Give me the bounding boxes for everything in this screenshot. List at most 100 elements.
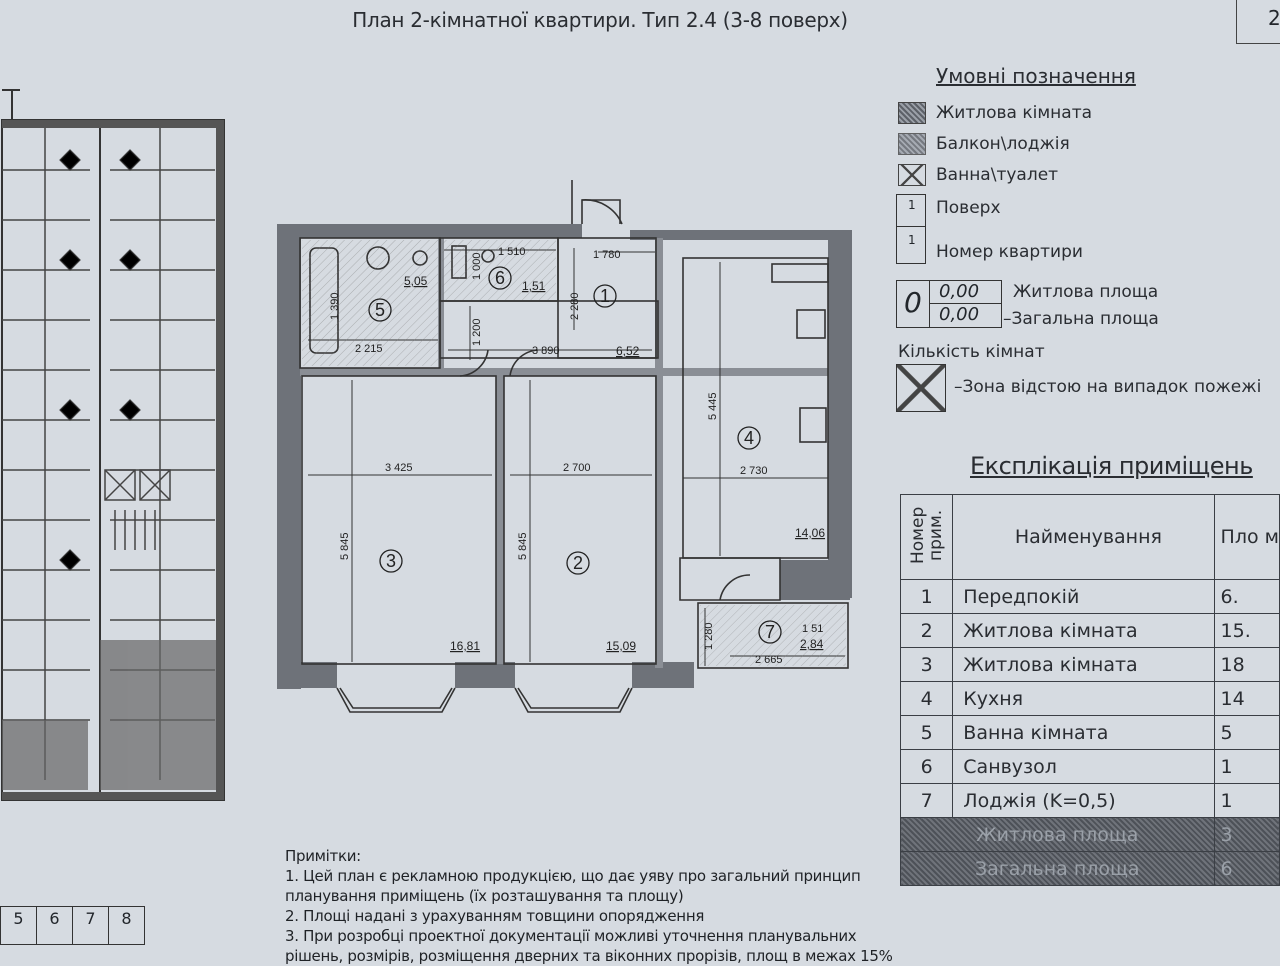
row-area: 15. — [1213, 613, 1280, 648]
row-name: Житлова кімната — [952, 647, 1215, 682]
room-2-area: 15,09 — [606, 639, 636, 653]
notes-block: Примітки: 1. Цей план є рекламною продук… — [285, 846, 905, 966]
sample-room-count: 0 — [904, 286, 922, 319]
page-number-box — [1236, 0, 1280, 44]
wall-top-right — [630, 230, 852, 240]
floor-cell: 8 — [108, 906, 145, 945]
room-1-number: 1 — [600, 286, 610, 306]
apartment-floor-plan: 1 2 3 4 5 6 7 6,52 15,09 16,81 14,06 5,0… — [277, 180, 852, 713]
wall-top — [277, 224, 582, 238]
floor-cell: 7 — [72, 906, 109, 945]
room-3-number: 3 — [386, 551, 396, 571]
sum-total-label: Загальна площа — [900, 851, 1215, 886]
room-7-number: 7 — [765, 622, 775, 642]
fire-zone-icon — [896, 364, 946, 412]
table-row: 1 Передпокій 6. — [899, 579, 1280, 614]
row-area: 18 — [1213, 647, 1280, 682]
row-num: 1 — [899, 579, 954, 614]
floor-cell: 5 — [0, 906, 37, 945]
row-name: Лоджія (K=0,5) — [952, 783, 1215, 818]
wall-bottom-left — [277, 662, 337, 688]
row-num: 6 — [899, 749, 954, 784]
floor-strip: 5 6 7 8 — [0, 906, 145, 945]
room-7-area: 2,84 — [800, 637, 824, 651]
legend-living-area: Житлова площа — [1013, 282, 1159, 302]
dim-1200: 1 200 — [471, 318, 483, 346]
legend-fire-zone-text: Зона відстою на випадок пожежі — [962, 377, 1262, 397]
legend-room-count: Кількість кімнат — [898, 342, 1045, 362]
row-area: 6. — [1213, 579, 1280, 614]
dim-2665: 2 665 — [755, 654, 783, 666]
legend-total-area-text: Загальна площа — [1011, 309, 1159, 329]
legend-fire-zone: –Зона відстою на випадок пожежі — [954, 377, 1262, 397]
table-row: 6 Санвузол 1 — [899, 749, 1280, 784]
sum-living-value: 3 — [1213, 817, 1280, 852]
table-row: 4 Кухня 14 — [899, 681, 1280, 716]
table-row: 3 Житлова кімната 18 — [899, 647, 1280, 682]
table-row: 5 Ванна кімната 5 — [899, 715, 1280, 750]
dim-1390: 1 390 — [329, 292, 341, 320]
room-3-area: 16,81 — [450, 639, 480, 653]
header-room-number: Номер прим. — [899, 494, 954, 580]
total-area-sum-row: Загальна площа 6 — [900, 851, 1280, 886]
row-name: Житлова кімната — [952, 613, 1215, 648]
bathroom-swatch — [898, 164, 926, 186]
row-area: 14 — [1213, 681, 1280, 716]
room-6-number: 6 — [495, 268, 505, 288]
room-4-area: 14,06 — [795, 526, 825, 540]
note-1a: 1. Цей план є рекламною продукцією, що д… — [285, 867, 861, 885]
dim-1510: 1 510 — [498, 246, 526, 258]
table-header-row: Номер прим. Найменування Пло м — [899, 494, 1280, 580]
dim-2280: 2 280 — [569, 292, 581, 320]
dim-5845-room2: 5 845 — [517, 532, 529, 560]
dim-5845-room3: 5 845 — [339, 532, 351, 560]
floor-cell: 6 — [36, 906, 73, 945]
wall-bottom-mid — [455, 662, 515, 688]
wall-corner — [780, 560, 850, 600]
building-section-plan — [1, 89, 225, 801]
room-2-number: 2 — [573, 553, 583, 573]
note-1b: планування приміщень (їх розташування та… — [285, 887, 684, 905]
area-legend-sample: 0 0,00 0,00 — [896, 280, 1002, 328]
note-2: 2. Площі надані з урахуванням товщини оп… — [285, 907, 705, 925]
living-room-swatch — [898, 102, 926, 124]
room-1-area: 6,52 — [616, 344, 640, 358]
legend-living-room: Житлова кімната — [936, 103, 1093, 123]
notes-heading: Примітки: — [285, 847, 361, 865]
row-area: 1 — [1213, 749, 1280, 784]
sum-living-label: Житлова площа — [900, 817, 1215, 852]
legend-floor: Поверх — [936, 198, 1001, 218]
row-num: 2 — [899, 613, 954, 648]
sample-total-area: 0,00 — [939, 304, 980, 325]
note-3b: рішень, розмірів, розміщення дверних та … — [285, 947, 893, 965]
apartment-mark: 1 — [908, 233, 916, 247]
header-name: Найменування — [952, 494, 1215, 580]
dim-1280: 1 280 — [703, 622, 715, 650]
room-4-number: 4 — [744, 428, 754, 448]
dim-loggia-width: 1 51 — [802, 623, 823, 635]
row-name: Ванна кімната — [952, 715, 1215, 750]
explication-title: Експлікація приміщень — [970, 452, 1253, 480]
dim-3890: 3 890 — [532, 345, 560, 357]
dim-1780: 1 780 — [593, 249, 621, 261]
living-area-sum-row: Житлова площа 3 — [900, 817, 1280, 852]
sample-living-area: 0,00 — [939, 281, 980, 302]
legend-title: Умовні позначення — [936, 64, 1136, 88]
dim-2730: 2 730 — [740, 465, 768, 477]
balcony-swatch — [898, 133, 926, 155]
row-num: 4 — [899, 681, 954, 716]
row-name: Санвузол — [952, 749, 1215, 784]
note-3a: 3. При розробці проектної документації м… — [285, 927, 857, 945]
table-row: 7 Лоджія (K=0,5) 1 — [899, 783, 1280, 818]
row-name: Передпокій — [952, 579, 1215, 614]
legend-bathroom: Ванна\туалет — [936, 165, 1059, 185]
row-num: 3 — [899, 647, 954, 682]
wall-left — [277, 224, 301, 689]
dim-2215: 2 215 — [355, 343, 383, 355]
page-number: 2 — [1268, 6, 1280, 30]
dim-1000: 1 000 — [471, 252, 483, 280]
room-6-area: 1,51 — [522, 279, 546, 293]
row-name: Кухня — [952, 681, 1215, 716]
header-area: Пло м — [1213, 494, 1280, 580]
floor-apartment-marker: 1 1 — [896, 194, 926, 264]
